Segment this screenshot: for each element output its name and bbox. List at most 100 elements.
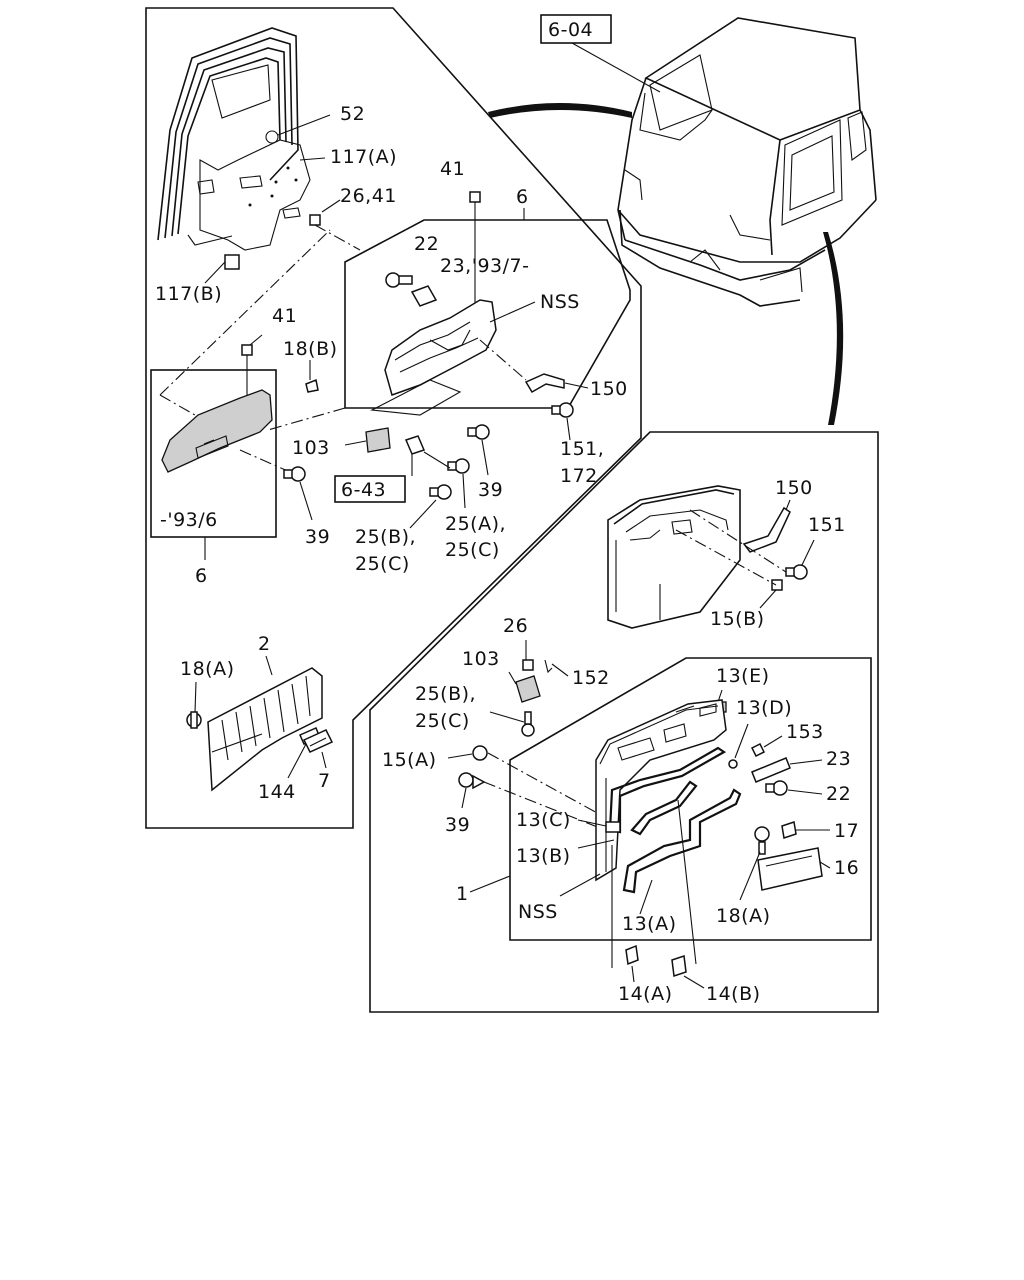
screw-18a-right [754, 826, 770, 855]
callout-18a-left: 18(A) [180, 658, 235, 680]
callout-13a: 13(A) [622, 913, 677, 935]
screw-25b [429, 484, 452, 500]
ref-label-6-04: 6-04 [548, 19, 593, 41]
callout-7: 7 [318, 770, 331, 792]
clip-26 [522, 659, 534, 671]
callout-23-right: 23 [826, 748, 851, 770]
clip-39-right [458, 772, 486, 790]
callout-150-top: 150 [590, 378, 628, 400]
callout-23-93-7: 23,'93/7- [440, 255, 529, 277]
clip-14b [671, 954, 687, 978]
cap-7 [302, 729, 334, 753]
ref-label-6-43: 6-43 [341, 479, 386, 501]
seal-13a [622, 788, 742, 894]
screw-39-inset [283, 466, 306, 482]
callout-14a: 14(A) [618, 983, 673, 1005]
clip-13d [728, 759, 738, 769]
callout-2: 2 [258, 633, 271, 655]
bracket-23-right [751, 757, 791, 783]
clip-18a-left [186, 711, 202, 729]
door-frame-illustration [157, 27, 311, 251]
callout-22-right: 22 [826, 783, 851, 805]
callout-172: 172 [560, 465, 598, 487]
callout-151-right: 151 [808, 514, 846, 536]
callout-26: 26 [503, 615, 528, 637]
nut-15b [771, 579, 783, 591]
bracket-23-top [410, 285, 438, 307]
callout-25c-b: 25(C) [355, 553, 410, 575]
clip-25-top [404, 435, 426, 455]
rod-150-right [742, 506, 791, 553]
callout-103-right: 103 [462, 648, 500, 670]
callout-22-top: 22 [414, 233, 439, 255]
cover-103-top [365, 427, 391, 453]
seal-13b [608, 746, 727, 834]
pin-152 [544, 659, 553, 674]
door-pocket-panel [207, 667, 323, 792]
clip-14a [625, 944, 639, 966]
bolt-22-right [765, 780, 788, 796]
cab-to-door-arrow [488, 103, 632, 118]
clip-15a [472, 745, 488, 761]
bolt-22-top [385, 272, 413, 288]
screw-39-mid [467, 424, 490, 440]
left-assembly-frame [145, 7, 642, 829]
callout-103-top: 103 [292, 437, 330, 459]
cab-to-trim-arrow [823, 232, 844, 425]
nut-41-top [469, 191, 481, 203]
callout-150-right: 150 [775, 477, 813, 499]
callout-151: 151, [560, 438, 604, 460]
callout-41-top: 41 [440, 158, 465, 180]
callout-13d: 13(D) [736, 697, 792, 719]
screw-25-right [521, 711, 535, 737]
screw-151 [551, 402, 574, 418]
callout-nss-handle: NSS [540, 291, 580, 313]
callout-13b: 13(B) [516, 845, 571, 867]
screw-25a [447, 458, 470, 474]
handle-inset-frame [344, 219, 631, 409]
callout-153: 153 [786, 721, 824, 743]
callout-25a: 25(A), [445, 513, 506, 535]
screw-151-right [785, 564, 808, 580]
nut-41-inset [241, 344, 253, 356]
seal-117b [224, 254, 240, 270]
rod-150-top [524, 373, 565, 394]
trim-inset-frame [509, 657, 872, 941]
callout-144: 144 [258, 781, 296, 803]
note-93-6: -'93/6 [160, 509, 218, 531]
callout-117b: 117(B) [155, 283, 222, 305]
callout-39-right: 39 [445, 814, 470, 836]
callout-16: 16 [834, 857, 859, 879]
callout-18a-right: 18(A) [716, 905, 771, 927]
early-armrest [161, 389, 273, 473]
door-trim-panel [595, 699, 727, 882]
callout-14b: 14(B) [706, 983, 761, 1005]
callout-152: 152 [572, 667, 610, 689]
callout-25b-right: 25(B), [415, 683, 476, 705]
ref-box-6-43 [334, 475, 406, 503]
ref-box-6-04 [540, 14, 612, 44]
callout-6-inset: 6 [195, 565, 208, 587]
callout-25c-right: 25(C) [415, 710, 470, 732]
callout-18b: 18(B) [283, 338, 338, 360]
callout-15a: 15(A) [382, 749, 437, 771]
early-model-inset-frame [150, 369, 277, 538]
clip-153 [750, 742, 766, 758]
callout-13e: 13(E) [716, 665, 770, 687]
clip-26-41 [309, 214, 321, 226]
callout-25c-a: 25(C) [445, 539, 500, 561]
inner-handle-assembly [370, 299, 497, 416]
seal-13c [630, 780, 698, 836]
mud-flap-16 [757, 847, 823, 891]
clip-17 [781, 821, 797, 839]
callout-1: 1 [456, 883, 469, 905]
callout-6-handle: 6 [516, 186, 529, 208]
callout-nss-trim: NSS [518, 901, 558, 923]
truck-cab-illustration [617, 17, 877, 307]
callout-117a: 117(A) [330, 146, 397, 168]
callout-39-mid: 39 [478, 479, 503, 501]
cover-103-right [515, 675, 541, 703]
callout-26-41: 26,41 [340, 185, 397, 207]
callout-25b: 25(B), [355, 526, 416, 548]
